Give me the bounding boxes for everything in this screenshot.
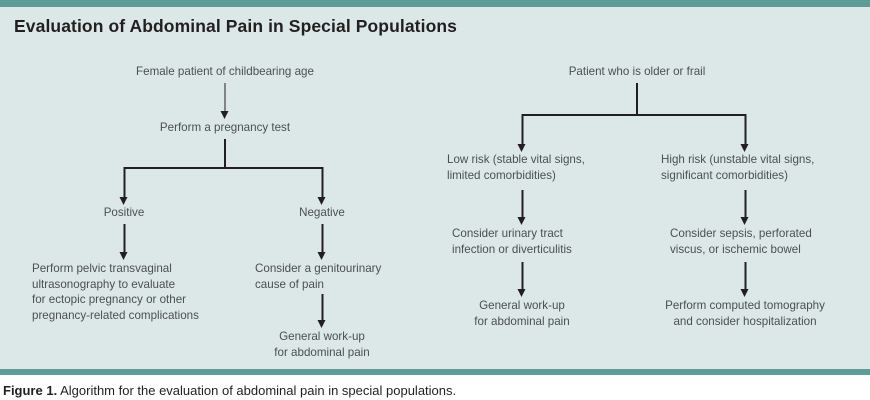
arrow-down-icon [740, 262, 751, 297]
arrow-down-icon [517, 114, 528, 152]
figure-caption: Figure 1. Algorithm for the evaluation o… [3, 382, 867, 399]
flow-node-pregnancy-test: Perform a pregnancy test [159, 121, 291, 134]
connector-right-stem [636, 83, 638, 115]
connector-right-split [522, 114, 746, 116]
connector-left-split [124, 167, 323, 169]
arrow-down-icon [317, 294, 328, 328]
figure-panel: Evaluation of Abdominal Pain in Special … [0, 0, 870, 375]
flow-node-low-risk-outcome: General work-up for abdominal pain [474, 299, 570, 328]
flow-node-high-risk-action: Consider sepsis, perforated viscus, or i… [670, 227, 812, 256]
panel-top-rule [0, 0, 870, 7]
arrow-down-icon [119, 167, 130, 205]
flow-node-negative-label: Negative [299, 206, 345, 219]
page-title: Evaluation of Abdominal Pain in Special … [14, 16, 457, 36]
flow-node-high-risk-outcome: Perform computed tomography and consider… [665, 299, 825, 328]
flow-node-female-patient: Female patient of childbearing age [136, 65, 314, 78]
arrow-down-icon [740, 190, 751, 225]
flow-node-low-risk-action: Consider urinary tract infection or dive… [452, 227, 572, 256]
panel-bottom-rule [0, 369, 870, 375]
flow-node-low-risk-label: Low risk (stable vital signs, limited co… [447, 153, 585, 182]
flow-node-positive-label: Positive [103, 206, 145, 219]
flow-node-negative-action: Consider a genitourinary cause of pain [255, 262, 382, 291]
connector-left-stem [224, 139, 226, 168]
arrow-down-icon [317, 224, 328, 260]
flow-node-negative-outcome: General work-up for abdominal pain [274, 330, 370, 359]
flow-node-high-risk-label: High risk (unstable vital signs, signifi… [661, 153, 815, 182]
arrow-down-icon [317, 167, 328, 205]
arrow-down-icon [517, 190, 528, 225]
figure-caption-text: Algorithm for the evaluation of abdomina… [60, 383, 457, 398]
flow-node-positive-action: Perform pelvic transvaginal ultrasonogra… [32, 262, 199, 322]
arrow-down-icon [517, 262, 528, 297]
figure-caption-label: Figure 1. [3, 383, 58, 398]
arrow-down-icon [220, 83, 231, 119]
flow-node-older-frail-patient: Patient who is older or frail [568, 65, 706, 78]
arrow-down-icon [119, 224, 130, 260]
arrow-down-icon [740, 114, 751, 152]
